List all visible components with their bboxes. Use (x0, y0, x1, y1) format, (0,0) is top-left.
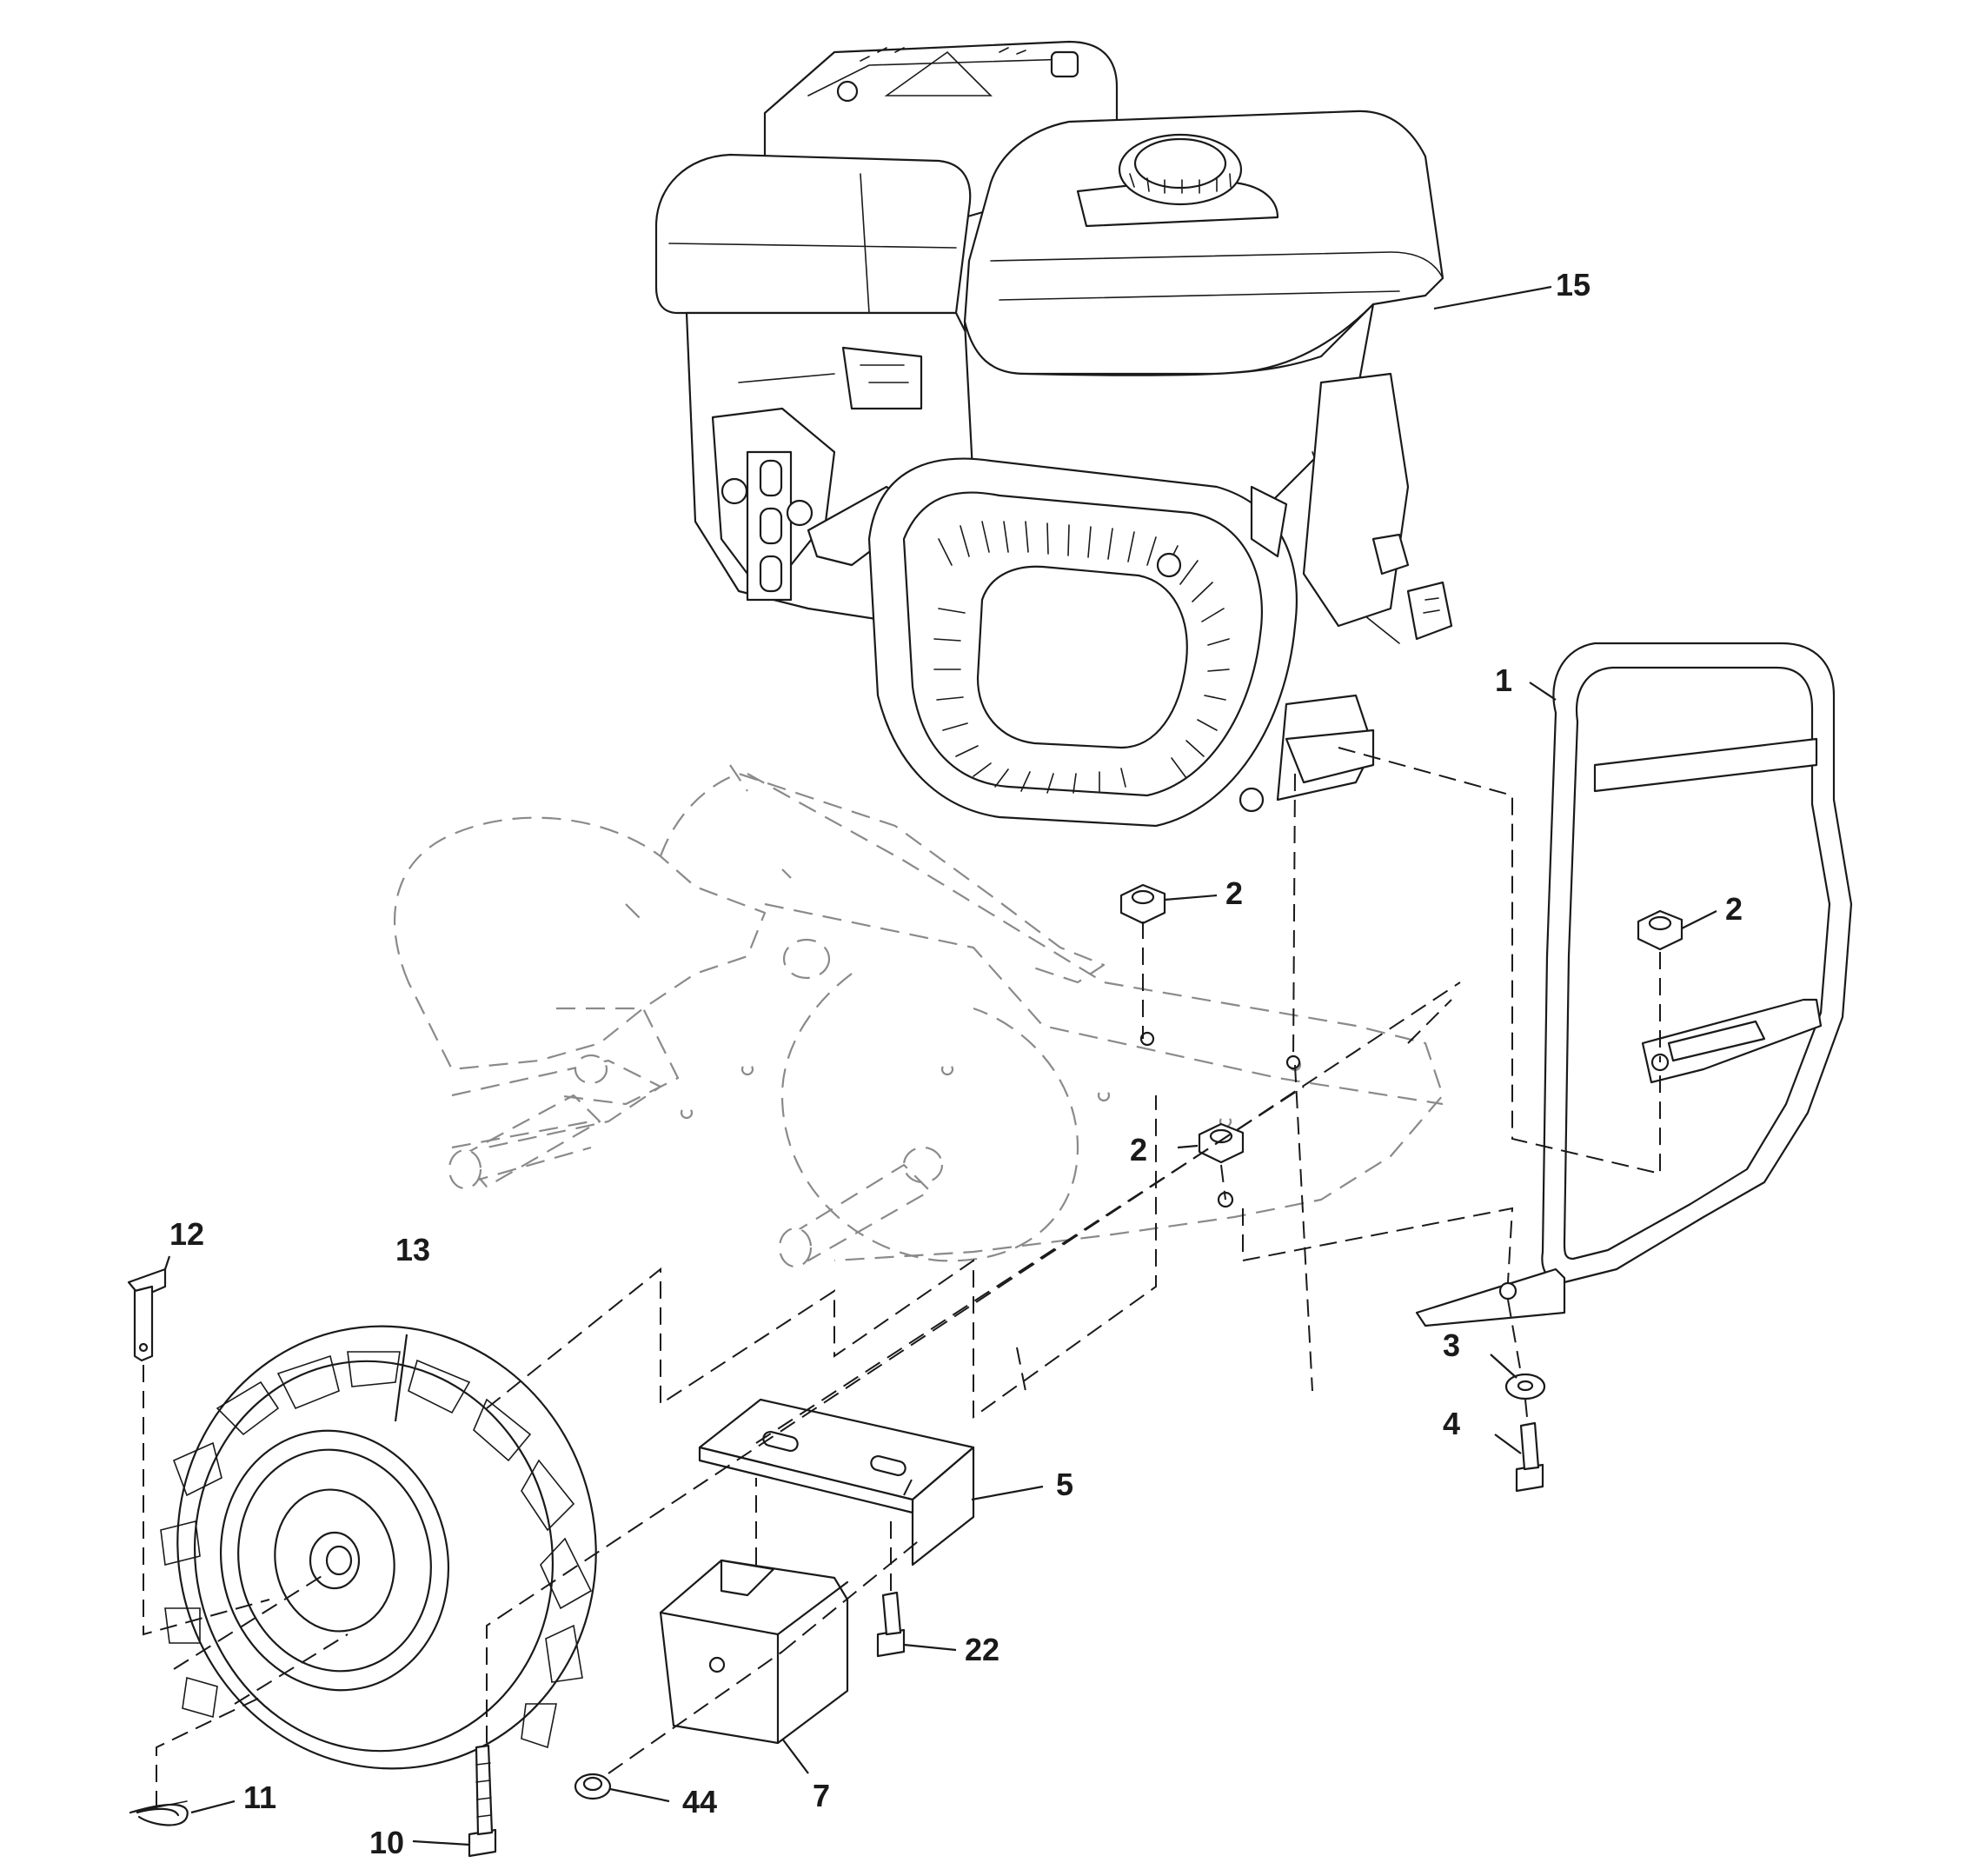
guard-bar (1415, 642, 1853, 1327)
callout-13: 13 (395, 1232, 430, 1267)
callout-10: 10 (369, 1825, 404, 1860)
callout-11: 11 (243, 1780, 276, 1815)
alignment-guides (143, 747, 1661, 1808)
hardware (127, 883, 1683, 1858)
leader-lines (163, 285, 1717, 1846)
callout-44: 44 (682, 1784, 717, 1819)
callout-2-guard: 2 (1725, 891, 1743, 927)
callout-12: 12 (169, 1216, 204, 1252)
callout-1: 1 (1495, 662, 1512, 698)
callout-7: 7 (813, 1778, 830, 1813)
engine (654, 40, 1453, 828)
wheel-tire (160, 1325, 597, 1770)
callout-2-engine-mount: 2 (1225, 875, 1243, 911)
weight-block (659, 1559, 849, 1745)
hitch-bracket (698, 1398, 975, 1567)
callout-22: 22 (965, 1632, 999, 1667)
callout-15: 15 (1556, 267, 1591, 303)
callout-labels: 15 1 2 2 2 3 4 5 7 10 11 12 13 22 44 (169, 267, 1743, 1860)
callout-5: 5 (1056, 1467, 1073, 1502)
callout-4: 4 (1443, 1406, 1460, 1441)
callout-2-frame: 2 (1130, 1132, 1147, 1168)
transmission-phantom (393, 764, 1444, 1268)
callout-3: 3 (1443, 1327, 1460, 1363)
